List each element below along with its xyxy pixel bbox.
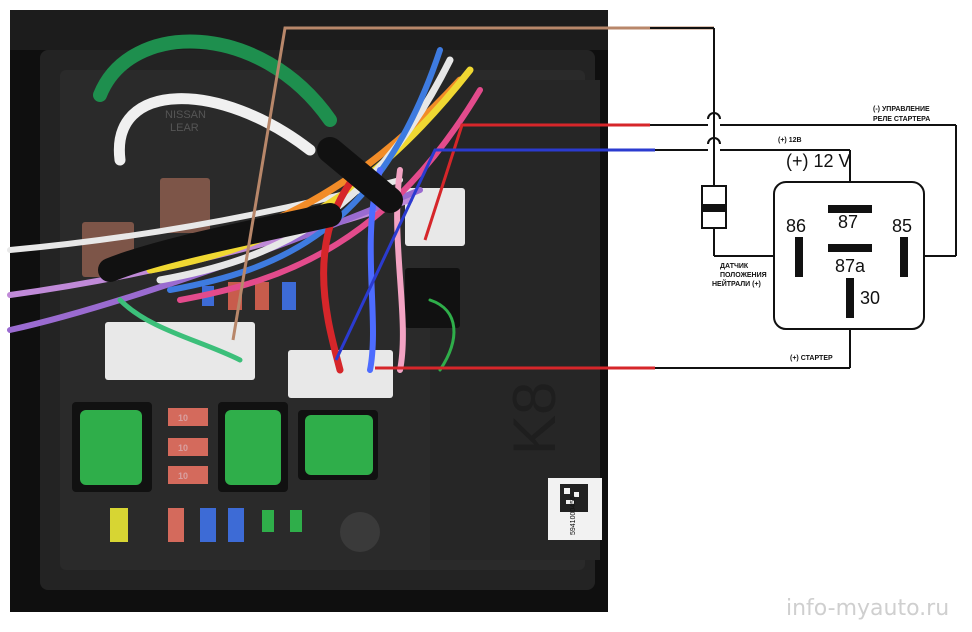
plus12-large-label: (+) 12 V — [786, 151, 851, 171]
relay-pin-85-bar — [900, 237, 908, 277]
relay-pin-86-label: 86 — [786, 216, 806, 236]
control-label-line2: РЕЛЕ СТАРТЕРА — [873, 116, 930, 123]
relay-body — [773, 181, 925, 330]
relay-pin-85-label: 85 — [892, 216, 912, 236]
fuse-label: 10 — [178, 413, 188, 423]
plus12-small-label: (+) 12В — [778, 137, 802, 144]
part-label-code: 5941000456 — [570, 496, 577, 535]
overlay-wires — [231, 26, 714, 370]
wire-blue — [334, 148, 655, 361]
neutral-label-line2: ПОЛОЖЕНИЯ — [720, 272, 767, 279]
control-label-line1: (-) УПРАВЛЕНИЕ — [873, 106, 930, 113]
wire-brown — [231, 26, 714, 341]
fuses: 10 10 10 — [110, 282, 302, 542]
fuse-box-photo: K8 NISSAN LEAR 5941000456 — [7, 10, 608, 612]
fuse-label: 10 — [178, 443, 188, 453]
relay-pin-30-bar — [846, 278, 854, 318]
part-label: 5941000456 — [548, 478, 602, 540]
cover-text: K8 — [501, 382, 568, 455]
brand-text: NISSAN — [165, 109, 206, 121]
wire-harness — [7, 34, 483, 374]
relay-pin-87a-bar — [828, 244, 872, 252]
wire-red — [423, 123, 650, 241]
starter-label: (+) СТАРТЕР — [790, 355, 833, 362]
relay-pin-86-bar — [795, 237, 803, 277]
fuse-label: 10 — [178, 471, 188, 481]
annotations: (-) УПРАВЛЕНИЕ РЕЛЕ СТАРТЕРА (+) 12В (+)… — [712, 106, 930, 362]
relay-pin-labels: 86 87 85 87a 30 — [786, 212, 912, 308]
neutral-label-line1: ДАТЧИК — [720, 263, 749, 270]
green-relays — [72, 402, 378, 492]
brand-subtext: LEAR — [170, 122, 199, 134]
relay-pin-87-label: 87 — [838, 212, 858, 232]
watermark: info-myauto.ru — [786, 596, 949, 621]
neutral-label-line3: НЕЙТРАЛИ (+) — [712, 279, 761, 288]
relay-pin-87-bar — [828, 205, 872, 213]
connectors — [82, 178, 465, 552]
relay-schematic — [650, 27, 957, 369]
relay-pin-30-label: 30 — [860, 288, 880, 308]
relay-pin-87a-label: 87a — [835, 256, 866, 276]
